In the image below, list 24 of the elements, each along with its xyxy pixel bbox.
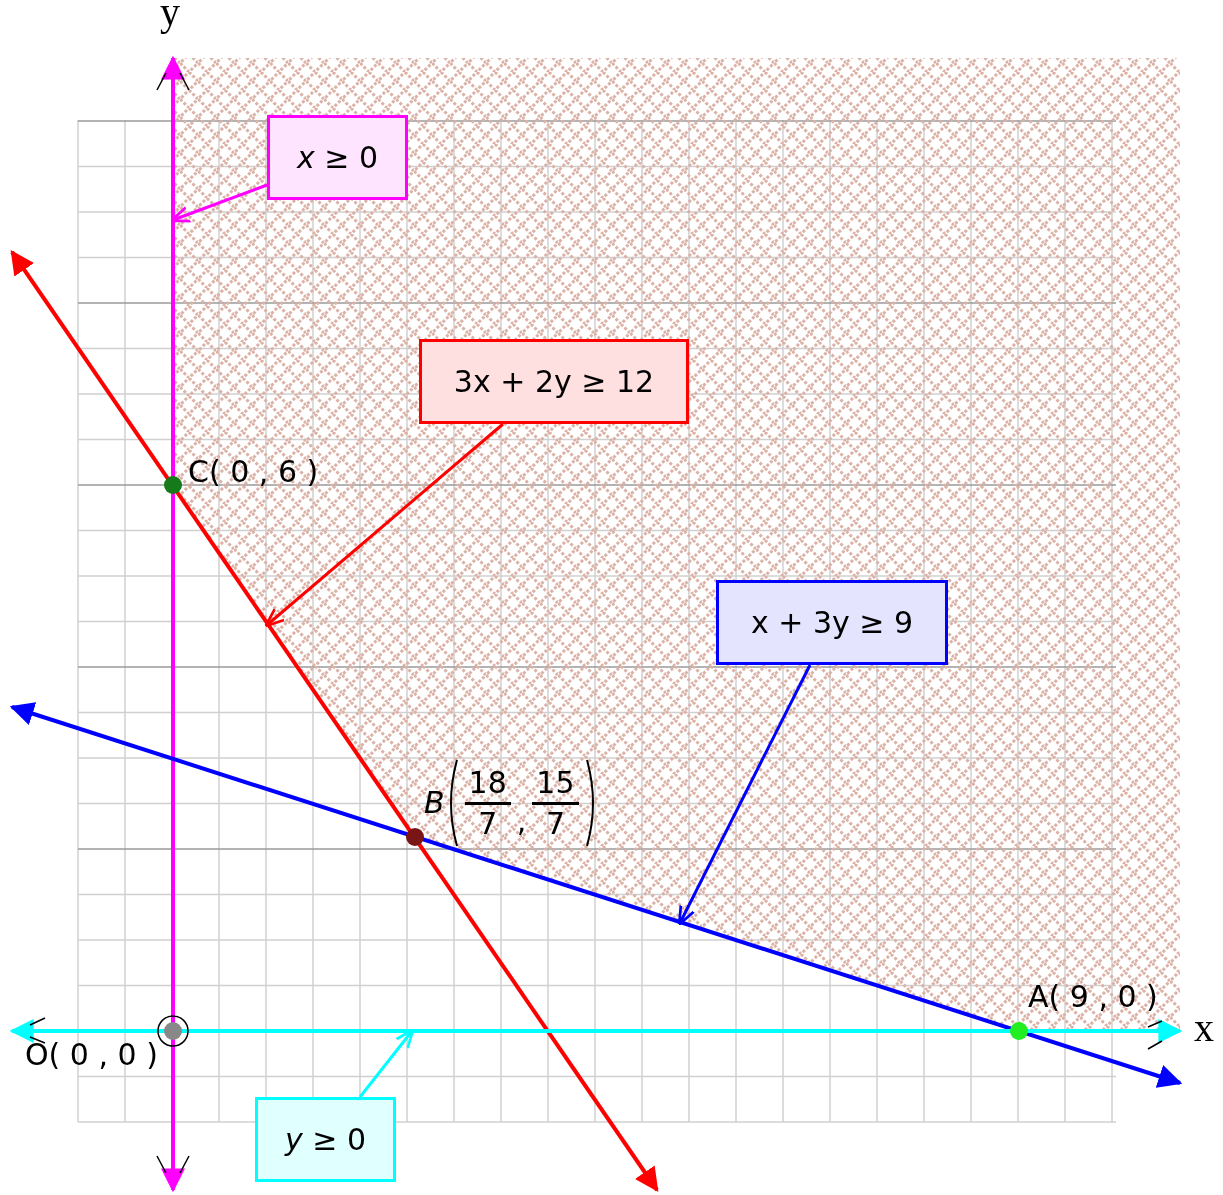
axis-label: x xyxy=(1194,1008,1214,1048)
inequality-box xyxy=(716,580,948,665)
inequality-text: 3x + 2y ≥ 12 xyxy=(453,363,655,401)
leader-arrow xyxy=(358,1028,415,1098)
inequality-text: y ≥ 0 xyxy=(284,1121,367,1159)
y-axis-line xyxy=(156,55,190,1193)
boundary-line xyxy=(9,702,1183,1088)
fraction-denominator: 7 xyxy=(545,808,565,839)
comma: , xyxy=(516,806,527,836)
point-label: C( 0 , 6 ) xyxy=(188,457,319,487)
point-label: O( 0 , 0 ) xyxy=(25,1040,158,1070)
point-label: A( 9 , 0 ) xyxy=(1028,982,1158,1012)
fraction-numerator: 15 xyxy=(532,767,579,805)
boundary-line xyxy=(10,250,659,1192)
point-label: B xyxy=(424,788,445,818)
axis-label: y xyxy=(160,0,180,32)
leader-arrow xyxy=(677,664,812,926)
inequality-text: x + 3y ≥ 9 xyxy=(750,604,914,642)
fraction-denominator: 7 xyxy=(478,808,498,839)
leader-arrow xyxy=(264,422,504,628)
inequality-text: x ≥ 0 xyxy=(296,139,379,177)
inequality-box xyxy=(419,339,689,424)
inequality-box xyxy=(267,115,408,200)
fraction-numerator: 18 xyxy=(464,767,511,805)
